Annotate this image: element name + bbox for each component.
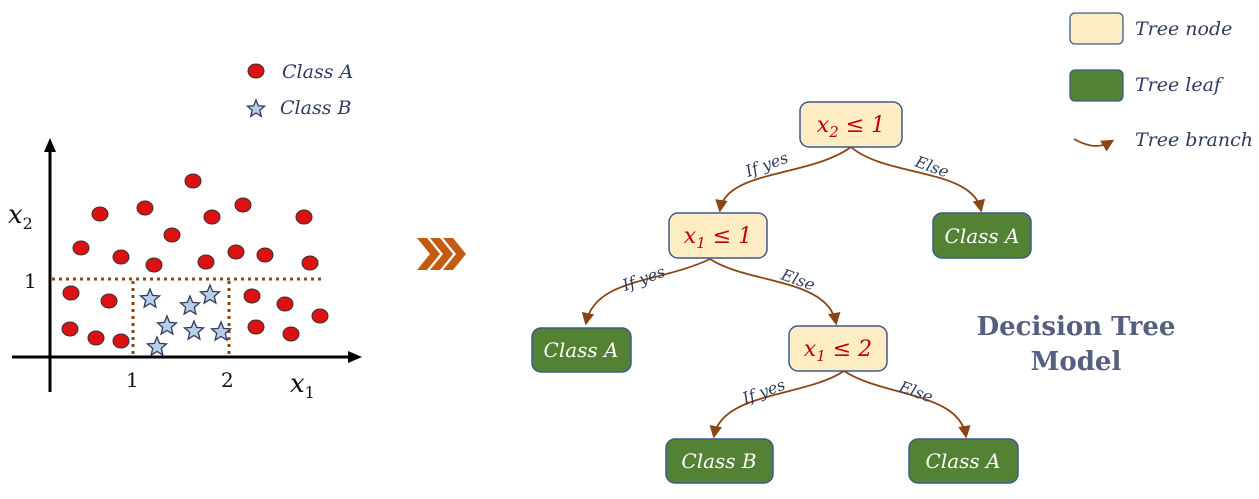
branch-root-yes bbox=[715, 146, 852, 213]
class-a-point bbox=[61, 321, 79, 337]
x-axis-label: x1 bbox=[290, 369, 315, 402]
class-a-point bbox=[227, 244, 245, 260]
tree-leaf-root-else-label: Class A bbox=[945, 224, 1020, 248]
class-b-point bbox=[209, 320, 233, 342]
class-b-legend-label: Class B bbox=[280, 97, 351, 119]
branch-left-else bbox=[709, 258, 841, 326]
branch-label-right-yes: If yes bbox=[739, 375, 788, 408]
diagram-title-line1: Decision Tree bbox=[977, 312, 1176, 342]
class-a-point bbox=[62, 285, 80, 301]
tree-leaf-right-yes: Class B bbox=[665, 438, 774, 484]
class-a-legend-icon bbox=[247, 63, 265, 79]
class-b-points bbox=[138, 283, 233, 357]
tree-leaf-legend-label: Tree leaf bbox=[1135, 74, 1224, 96]
tree-branch-legend-label: Tree branch bbox=[1135, 129, 1253, 151]
tree-leaf-left-yes-label: Class A bbox=[544, 338, 619, 362]
transition-chevron-icon bbox=[417, 238, 466, 270]
class-b-point bbox=[155, 314, 179, 336]
class-a-point bbox=[87, 330, 105, 346]
tree-node-root: x2 ≤ 1 bbox=[799, 101, 903, 148]
class-a-point bbox=[112, 333, 130, 349]
class-b-legend-icon bbox=[245, 98, 267, 118]
tree-node-right: x1 ≤ 2 bbox=[788, 325, 888, 372]
tree-leaf-right-yes-label: Class B bbox=[681, 449, 756, 473]
class-a-point bbox=[295, 209, 313, 225]
class-a-point bbox=[145, 257, 163, 273]
class-b-point bbox=[182, 319, 206, 341]
class-a-point bbox=[234, 197, 252, 213]
class-a-point bbox=[276, 296, 294, 312]
class-a-point bbox=[197, 254, 215, 270]
tree-branches bbox=[581, 146, 986, 439]
branch-label-right-else: Else bbox=[896, 377, 936, 407]
class-a-legend-label: Class A bbox=[282, 61, 353, 83]
diagram-title-line2: Model bbox=[1031, 347, 1122, 377]
tree-node-legend-label: Tree node bbox=[1135, 18, 1232, 40]
class-a-point bbox=[311, 308, 329, 324]
tree-node-legend-icon bbox=[1069, 12, 1124, 45]
class-a-point bbox=[203, 209, 221, 225]
branch-label-left-yes: If yes bbox=[619, 262, 668, 295]
tree-leaf-left-yes: Class A bbox=[531, 327, 632, 373]
class-a-point bbox=[243, 288, 261, 304]
class-a-point bbox=[247, 319, 265, 335]
class-a-point bbox=[256, 247, 274, 263]
scatter-plot: 1 2 1 x1 x2 bbox=[8, 138, 362, 402]
branch-left-yes bbox=[581, 258, 711, 326]
class-a-point bbox=[282, 326, 300, 342]
y-tick-1: 1 bbox=[24, 269, 37, 293]
tree-leaf-right-else: Class A bbox=[908, 438, 1019, 484]
branch-label-left-else: Else bbox=[778, 265, 818, 295]
class-b-point bbox=[138, 287, 162, 309]
x-tick-2: 2 bbox=[221, 368, 234, 392]
tree-node-root-label: x2 ≤ 1 bbox=[817, 113, 885, 141]
x-axis-arrow-icon bbox=[348, 351, 362, 363]
tree-leaf-root-else: Class A bbox=[932, 212, 1032, 259]
class-a-point bbox=[91, 206, 109, 222]
class-a-point bbox=[112, 249, 130, 265]
tree-branch-legend-icon bbox=[1073, 138, 1115, 152]
tree-node-right-label: x1 ≤ 2 bbox=[804, 337, 872, 365]
class-a-point bbox=[184, 173, 202, 189]
branch-right-yes bbox=[709, 370, 845, 439]
class-b-point bbox=[145, 335, 169, 357]
y-axis-label: x2 bbox=[8, 200, 33, 233]
class-a-point bbox=[163, 227, 181, 243]
class-a-point bbox=[301, 255, 319, 271]
y-axis-arrow-icon bbox=[44, 138, 56, 152]
branch-label-root-else: Else bbox=[912, 152, 952, 182]
tree-leaf-right-else-label: Class A bbox=[926, 449, 1001, 473]
class-a-point bbox=[136, 200, 154, 216]
branch-root-else bbox=[850, 146, 986, 213]
class-b-point bbox=[178, 294, 202, 316]
class-b-point bbox=[198, 283, 222, 305]
branch-right-else bbox=[843, 370, 971, 439]
class-a-point bbox=[100, 293, 118, 309]
tree-node-left-label: x1 ≤ 1 bbox=[684, 224, 752, 252]
class-a-points bbox=[61, 173, 329, 349]
x-tick-1: 1 bbox=[126, 368, 139, 392]
class-a-point bbox=[72, 240, 90, 256]
tree-leaf-legend-icon bbox=[1069, 69, 1124, 102]
tree-node-left: x1 ≤ 1 bbox=[668, 212, 768, 259]
